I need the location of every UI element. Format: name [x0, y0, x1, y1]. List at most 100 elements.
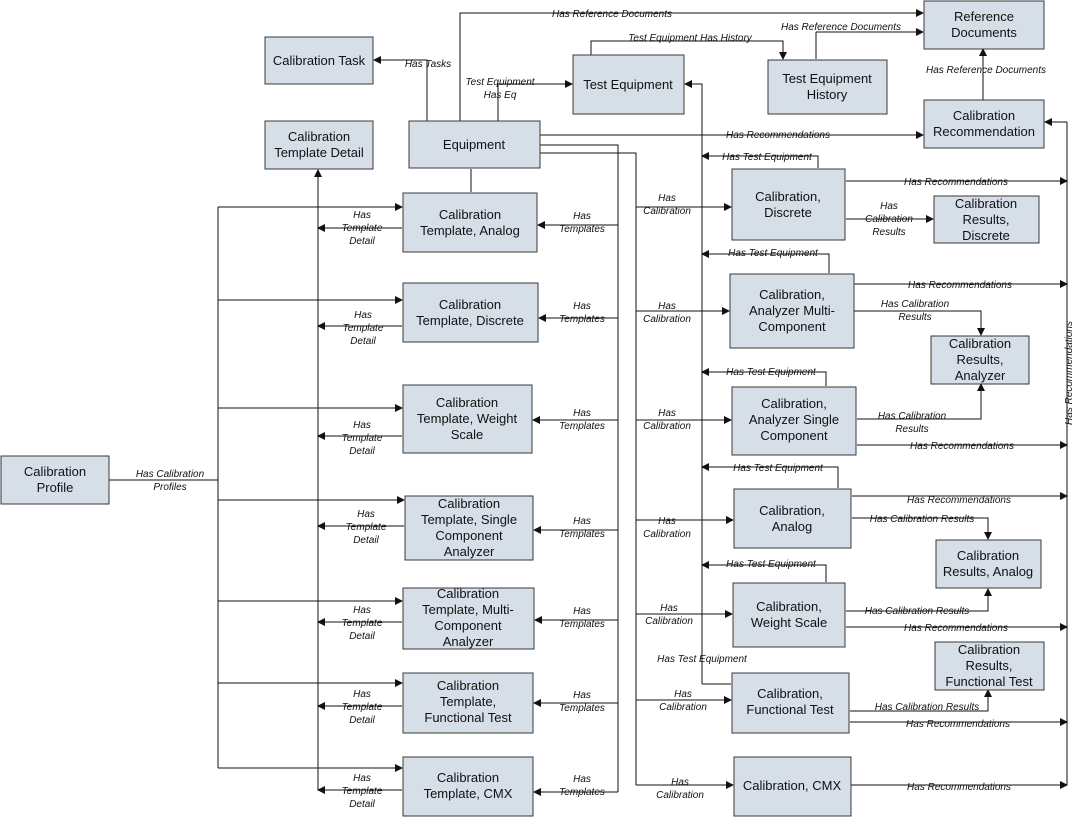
node-text-line: Calibration: [957, 548, 1019, 563]
edge-label: Has Recommendations: [904, 177, 1008, 188]
node-text-line: Calibration: [437, 586, 499, 601]
label-line: Calibration: [643, 314, 691, 325]
node-text-line: Analyzer: [955, 368, 1006, 383]
label-line: Has: [573, 774, 591, 785]
label-line: Has: [671, 777, 689, 788]
label-line: Results: [898, 312, 931, 323]
edge-label: Has Recommendations: [910, 441, 1014, 452]
node-text-line: Analyzer: [444, 544, 495, 559]
svg-text:Calibration,Analyzer Multi-Com: Calibration,Analyzer Multi-Component: [749, 287, 835, 334]
node-text-line: Template, CMX: [424, 786, 513, 801]
label-line: Detail: [350, 336, 376, 347]
label-line: Template: [342, 786, 383, 797]
edge-label: Test Equipment Has History: [628, 33, 753, 44]
label-line: Templates: [559, 314, 605, 325]
label-line: Template: [346, 522, 387, 533]
calibration-analyzer-multi-component-node[interactable]: Calibration,Analyzer Multi-Component: [729, 273, 855, 349]
calibration-task-node[interactable]: Calibration Task: [264, 36, 374, 85]
node-text-line: Reference: [954, 9, 1014, 24]
calibration-analog-node[interactable]: Calibration,Analog: [733, 488, 852, 549]
label-line: Has: [573, 690, 591, 701]
calibration-cmx-node[interactable]: Calibration, CMX: [733, 756, 852, 817]
node-text-line: Template, Discrete: [416, 313, 524, 328]
node-text-line: Functional Test: [424, 710, 512, 725]
node-text-line: Template, Analog: [420, 223, 520, 238]
node-text-line: Calibration: [955, 196, 1017, 211]
label-line: Has: [357, 509, 375, 520]
node-text-line: Calibration: [958, 642, 1020, 657]
label-line: Detail: [349, 446, 375, 457]
calibration-functional-test-node[interactable]: Calibration,Functional Test: [731, 672, 850, 734]
equipment-node[interactable]: Equipment: [408, 120, 541, 169]
node-text-line: Weight Scale: [751, 615, 827, 630]
label-line: Has: [660, 603, 678, 614]
node-text-line: Component: [435, 528, 503, 543]
label-line: Has: [658, 193, 676, 204]
label-line: Templates: [559, 421, 605, 432]
calibration-weight-scale-node[interactable]: Calibration,Weight Scale: [732, 582, 846, 648]
label-line: Template: [342, 223, 383, 234]
node-text-line: Calibration: [438, 496, 500, 511]
node-text-line: Calibration: [439, 297, 501, 312]
svg-text:Test Equipment: Test Equipment: [583, 77, 673, 92]
edge-label: Has Test Equipment: [726, 559, 817, 570]
svg-text:Calibration,Analog: Calibration,Analog: [759, 503, 825, 534]
label-line: Templates: [559, 529, 605, 540]
node-text-line: Calibration,: [757, 686, 823, 701]
label-line: Profiles: [153, 482, 186, 493]
edge-label: Has Test Equipment: [728, 248, 819, 259]
calibration-discrete-node[interactable]: Calibration,Discrete: [731, 168, 846, 241]
svg-text:Calibration, CMX: Calibration, CMX: [743, 778, 842, 793]
node-text-line: Test Equipment: [782, 71, 872, 86]
label-line: Has Eq: [484, 90, 517, 101]
test-equipment-node[interactable]: Test Equipment: [572, 54, 685, 115]
node-text-line: Template, Single: [421, 512, 517, 527]
label-line: Has: [658, 516, 676, 527]
edge-label: Has Recommendations: [908, 280, 1012, 291]
node-text-line: Calibration: [953, 108, 1015, 123]
node-text-line: Calibration,: [759, 503, 825, 518]
label-line: Has: [674, 689, 692, 700]
relationship-labels: Has Reference Documents Test Equipment H…: [136, 9, 1075, 810]
label-line: Template: [342, 702, 383, 713]
node-text-line: Recommendation: [933, 124, 1035, 139]
svg-text:Calibration,Discrete: Calibration,Discrete: [755, 189, 821, 220]
label-line: Test Equipment: [465, 77, 535, 88]
label-line: Calibration: [643, 421, 691, 432]
label-line: Templates: [559, 619, 605, 630]
node-text-line: Test Equipment: [583, 77, 673, 92]
